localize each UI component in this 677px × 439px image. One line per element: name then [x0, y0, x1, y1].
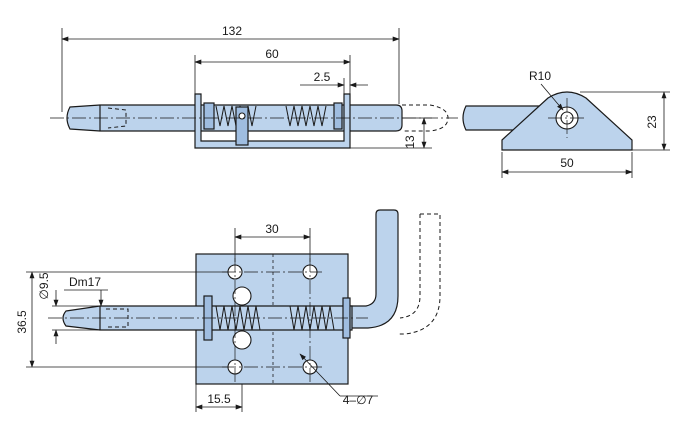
dim-pin-diameter: ∅9.5: [37, 272, 51, 299]
dim-hole-offset: 15.5: [207, 392, 231, 406]
dim-bracket-width: 50: [560, 156, 574, 170]
dim-holes: 4–∅7: [343, 393, 374, 407]
dim-radius: R10: [529, 69, 551, 83]
l-handle-alt: [398, 213, 441, 335]
dim-overall-length: 132: [222, 24, 242, 38]
spring-right: [285, 105, 327, 127]
front-view: 30 Dm17 ∅9.5 36.5 15.5 4–∅7: [15, 209, 441, 412]
dim-pin-height: 13: [403, 135, 417, 149]
dim-bracket-height: 23: [645, 115, 659, 129]
bracket-view: R10 23 50: [462, 69, 670, 178]
guide-block-left: [203, 102, 215, 130]
l-handle: [349, 209, 399, 329]
dim-plate-height: 36.5: [15, 310, 29, 334]
dim-thread: Dm17: [69, 275, 101, 289]
dim-travel-gap: 2.5: [314, 70, 331, 84]
guide-block-right: [333, 102, 343, 130]
dim-body-length: 60: [265, 47, 279, 61]
dim-hole-spacing: 30: [265, 222, 279, 236]
top-view: 132 60 2.5 13: [50, 24, 458, 149]
